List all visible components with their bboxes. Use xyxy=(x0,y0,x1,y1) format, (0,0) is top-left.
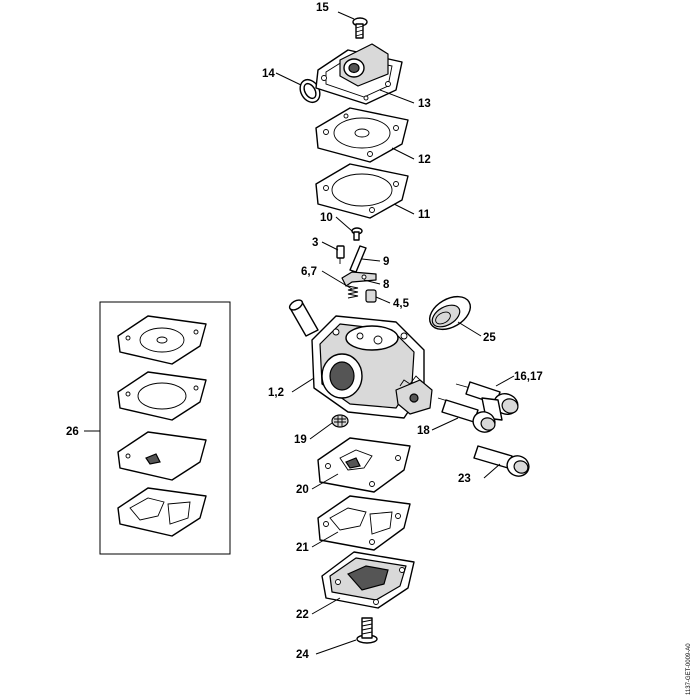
part-22-end-cover xyxy=(321,551,415,609)
part-11-gasket xyxy=(315,163,409,219)
callout-10: 10 xyxy=(320,212,333,224)
callout-25: 25 xyxy=(483,332,496,344)
part-6-7-spring xyxy=(347,285,359,299)
part-12-pump-diaphragm xyxy=(315,107,409,163)
part-13-pump-cover xyxy=(315,43,403,105)
part-19-strainer xyxy=(331,414,349,428)
part-1-2-carburetor-body xyxy=(288,299,433,419)
callout-19: 19 xyxy=(294,434,307,446)
callout-3: 3 xyxy=(312,237,318,249)
callout-14: 14 xyxy=(262,68,275,80)
callout-labels: 15 14 13 12 11 10 3 9 6,7 8 4,5 25 1,2 1… xyxy=(66,2,543,661)
callout-16-17: 16,17 xyxy=(514,371,543,383)
callout-13: 13 xyxy=(418,98,431,110)
part-4-5-plug xyxy=(365,289,377,303)
callout-18: 18 xyxy=(417,425,430,437)
callout-24: 24 xyxy=(296,649,309,661)
callout-26: 26 xyxy=(66,426,79,438)
callout-4-5: 4,5 xyxy=(393,298,410,310)
part-25-cap xyxy=(429,295,471,331)
part-23-idle-screw xyxy=(473,445,530,477)
callout-15: 15 xyxy=(316,2,329,14)
part-24-screw xyxy=(356,617,378,644)
part-18-adjusting-screw xyxy=(437,397,496,433)
callout-12: 12 xyxy=(418,154,431,166)
callout-11: 11 xyxy=(418,209,431,221)
part-14-o-ring xyxy=(299,78,321,104)
part-3-needle xyxy=(336,245,345,264)
part-8-inlet-lever xyxy=(341,271,377,287)
callout-20: 20 xyxy=(296,484,309,496)
callout-9: 9 xyxy=(383,256,389,268)
part-16-17-adjusting-screw xyxy=(455,381,519,421)
part-26-kit-box xyxy=(99,301,231,555)
part-20-metering-diaphragm xyxy=(317,437,411,493)
callout-6-7: 6,7 xyxy=(301,266,317,278)
part-10-screw xyxy=(351,227,363,241)
callout-23: 23 xyxy=(458,473,471,485)
callout-21: 21 xyxy=(296,542,309,554)
leader-lines xyxy=(84,11,515,655)
callout-22: 22 xyxy=(296,609,309,621)
drawing-code: 1137-GET-0009-A0 xyxy=(686,643,692,695)
callout-1-2: 1,2 xyxy=(268,387,284,399)
part-15-screw xyxy=(352,17,368,39)
callout-8: 8 xyxy=(383,279,390,291)
part-21-gasket xyxy=(317,495,411,551)
